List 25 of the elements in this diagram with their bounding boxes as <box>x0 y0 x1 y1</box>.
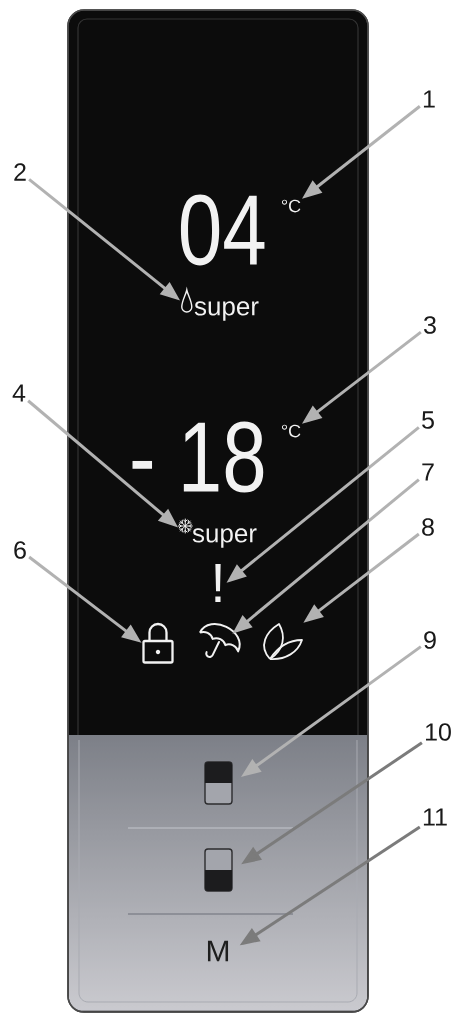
callout-number: 8 <box>422 518 434 536</box>
indicator-label: super <box>194 301 259 321</box>
control-panel <box>67 9 369 1013</box>
half-filled-box-icon <box>204 761 233 805</box>
umbrella-icon <box>198 623 241 658</box>
unit-label: °C <box>281 199 301 213</box>
callout-number: 6 <box>14 541 26 559</box>
exclamation-mark: ! <box>215 564 221 602</box>
half-filled-box-icon <box>204 848 233 892</box>
callout-number: 3 <box>424 316 436 334</box>
unit-label: °C <box>281 424 301 438</box>
leaf-icon <box>263 623 303 660</box>
letter-label: M <box>207 940 229 962</box>
lock-icon <box>142 622 174 664</box>
display-digits: - 18 <box>132 421 264 493</box>
callout-number: 2 <box>14 163 26 181</box>
callout-number: 7 <box>422 463 434 481</box>
callout-number: 9 <box>424 631 436 649</box>
callout-number: 4 <box>12 384 26 402</box>
callout-number: 1 <box>423 90 435 108</box>
display-digits: 04 <box>180 194 265 266</box>
callout-number: 5 <box>422 411 434 429</box>
indicator-label: super <box>192 528 257 548</box>
callout-number: 11 <box>423 808 447 826</box>
callout-number: 10 <box>426 723 451 741</box>
